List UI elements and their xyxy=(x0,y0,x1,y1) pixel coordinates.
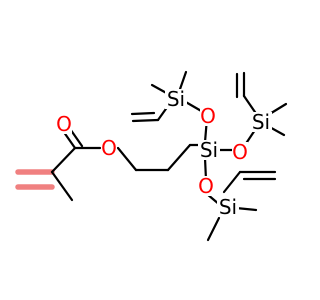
chemical-structure: O O Si O O O Si Si xyxy=(15,70,288,242)
top-oxygen-label: O xyxy=(200,104,216,128)
svg-text:Si: Si xyxy=(252,110,270,134)
right-oxygen-label: O xyxy=(232,140,248,164)
svg-text:O: O xyxy=(198,174,214,198)
bottom-silicon-label: Si xyxy=(217,195,239,219)
svg-text:O: O xyxy=(56,112,72,136)
ester-oxygen-label: O xyxy=(101,136,117,160)
svg-text:O: O xyxy=(101,136,117,160)
highlighted-vinyl-group xyxy=(15,169,55,190)
svg-text:Si: Si xyxy=(167,87,185,111)
svg-text:Si: Si xyxy=(200,138,218,162)
right-silicon-label: Si xyxy=(250,110,272,134)
central-silicon-label: Si xyxy=(198,138,220,162)
svg-text:O: O xyxy=(232,140,248,164)
top-silicon-label: Si xyxy=(165,87,187,111)
carbonyl-oxygen-label: O xyxy=(56,112,72,136)
svg-text:Si: Si xyxy=(219,195,237,219)
bottom-oxygen-label: O xyxy=(198,174,214,198)
svg-text:O: O xyxy=(200,104,216,128)
atom-labels: O O Si O O O Si Si xyxy=(56,87,272,219)
